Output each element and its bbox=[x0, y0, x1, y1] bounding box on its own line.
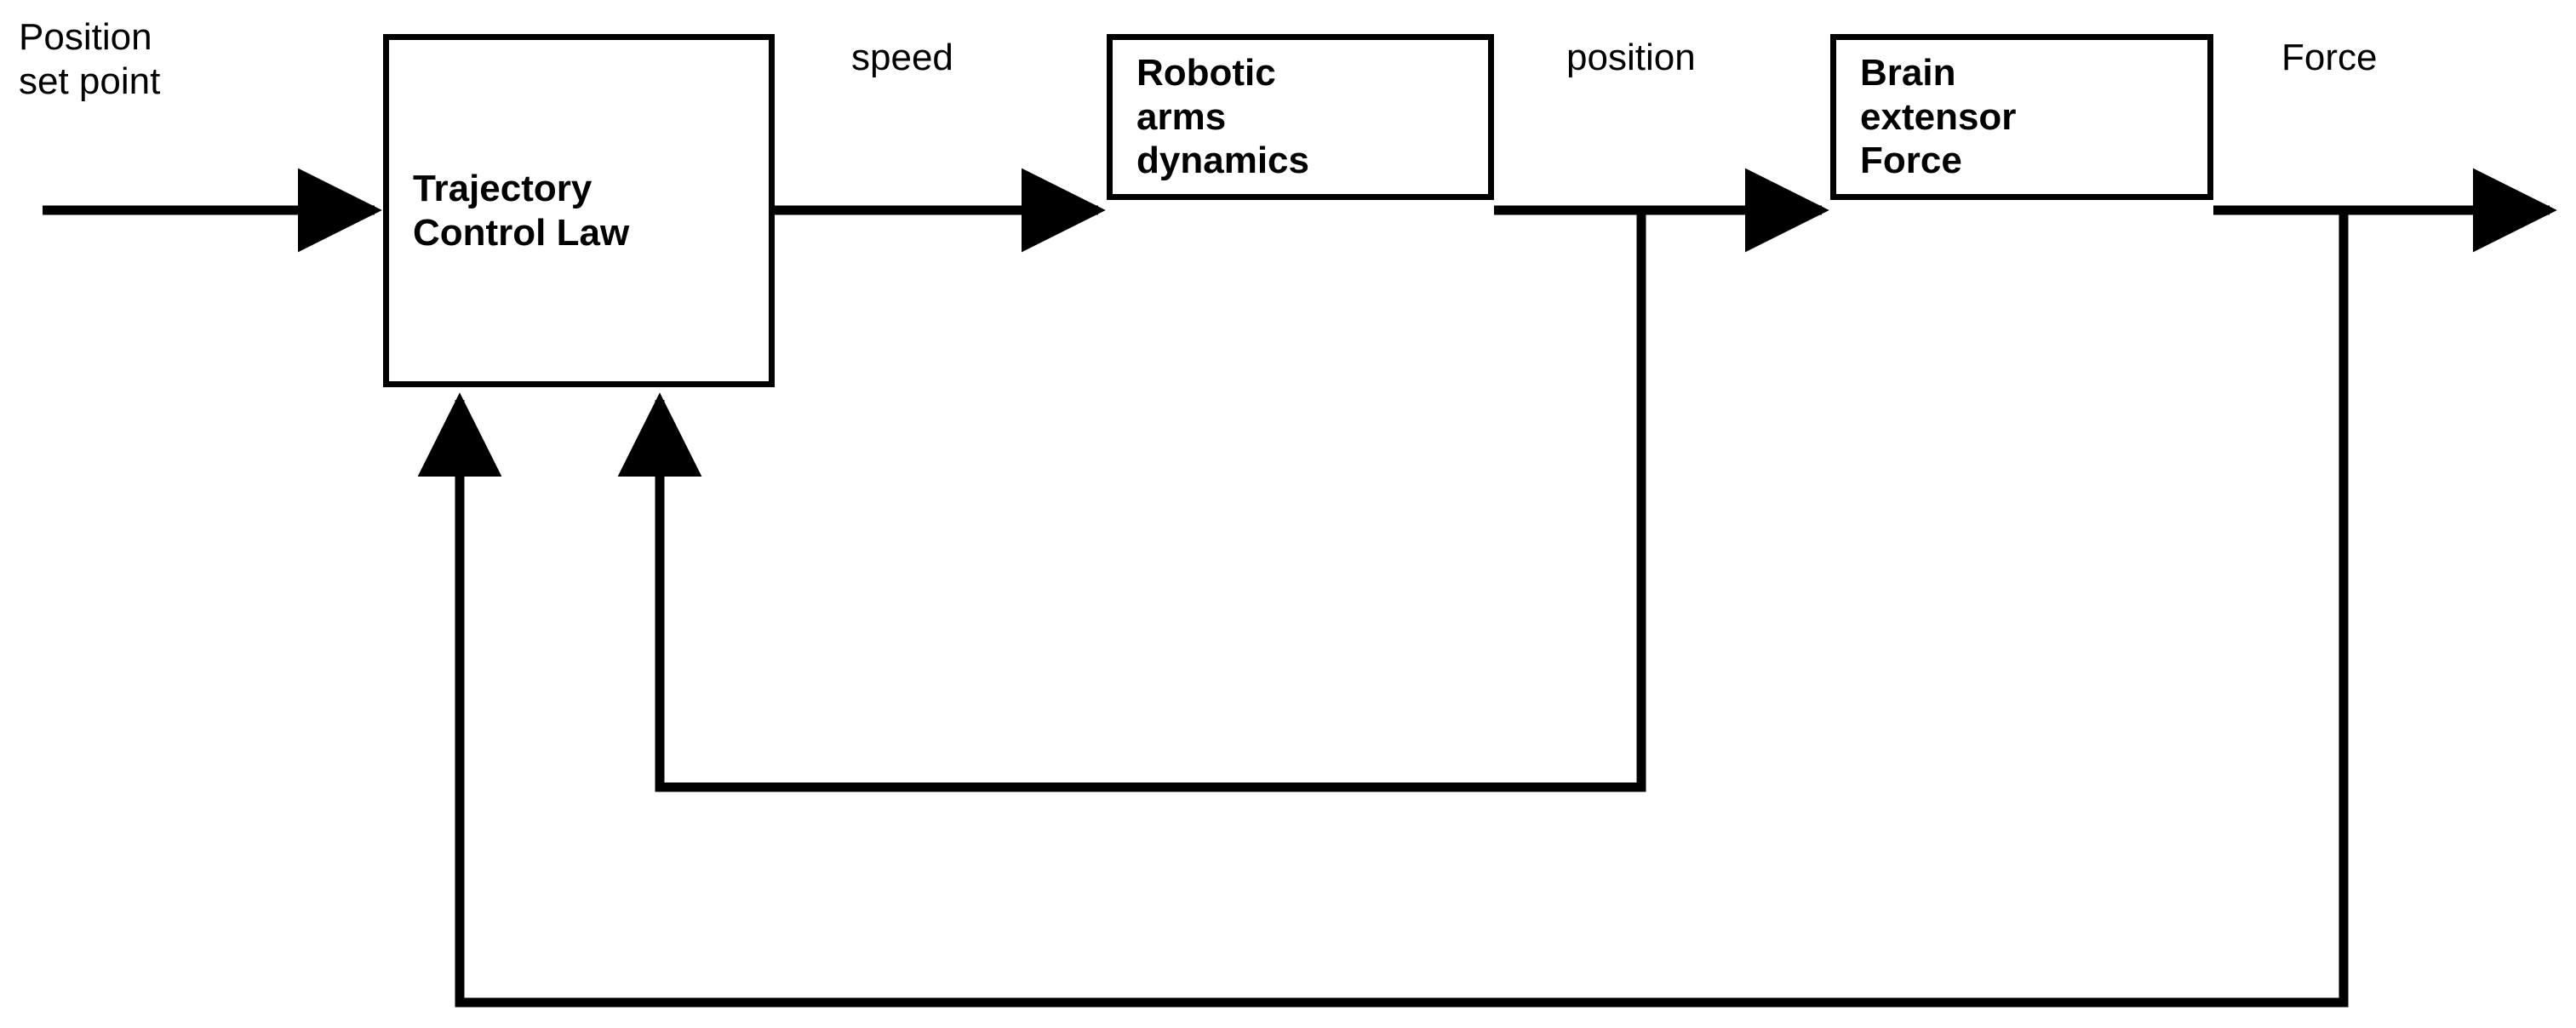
block-label-trajectory-control-law: Trajectory Control Law bbox=[413, 167, 630, 254]
connection-position-feedback bbox=[617, 210, 1646, 792]
block-brain-extensor-force[interactable]: Brain extensor Force bbox=[1830, 34, 2213, 200]
signal-label-position-set-point: Position set point bbox=[19, 16, 161, 102]
signal-label-speed: speed bbox=[851, 37, 953, 78]
signal-label-force: Force bbox=[2281, 37, 2378, 78]
block-trajectory-control-law[interactable]: Trajectory Control Law bbox=[383, 34, 775, 387]
block-label-robotic-arms-dynamics: Robotic arms dynamics bbox=[1136, 51, 1309, 182]
connection-force-feedback bbox=[417, 210, 2349, 1008]
signal-label-position: position bbox=[1566, 37, 1696, 78]
block-robotic-arms-dynamics[interactable]: Robotic arms dynamics bbox=[1107, 34, 1494, 200]
block-label-brain-extensor-force: Brain extensor Force bbox=[1860, 51, 2017, 182]
